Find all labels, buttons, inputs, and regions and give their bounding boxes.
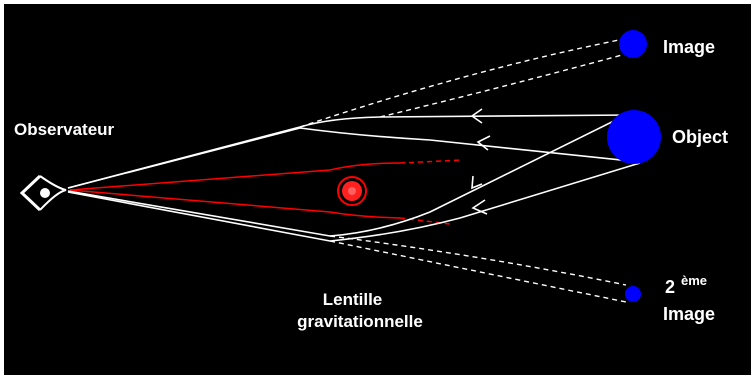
eye-icon — [22, 176, 66, 210]
lens-mass-icon — [338, 177, 366, 205]
virtual-ray-second-1 — [330, 236, 626, 285]
ray-upper-inner — [68, 128, 640, 188]
lens-ray-upper-dashed — [400, 160, 462, 163]
ray-lower-outer — [68, 163, 640, 241]
image-source — [619, 30, 647, 58]
image-label: Image — [663, 38, 715, 56]
lens-label: Lentille gravitationnelle — [0, 289, 720, 333]
object-label: Object — [672, 128, 728, 146]
lens-label-line2: gravitationnelle — [0, 311, 720, 333]
object-source — [607, 110, 661, 164]
lens-label-line1: Lentille — [0, 289, 720, 311]
arrow-upper-inner — [478, 136, 490, 150]
second-image-suffix: ème — [681, 273, 707, 288]
virtual-ray-image-1 — [300, 39, 624, 127]
sources — [607, 30, 661, 302]
virtual-rays — [300, 39, 626, 302]
observer-label: Observateur — [14, 121, 114, 138]
ray-arrows — [472, 109, 490, 214]
ray-lower-inner — [68, 112, 632, 236]
virtual-ray-image-2 — [380, 55, 622, 117]
lens-rays — [70, 160, 462, 224]
